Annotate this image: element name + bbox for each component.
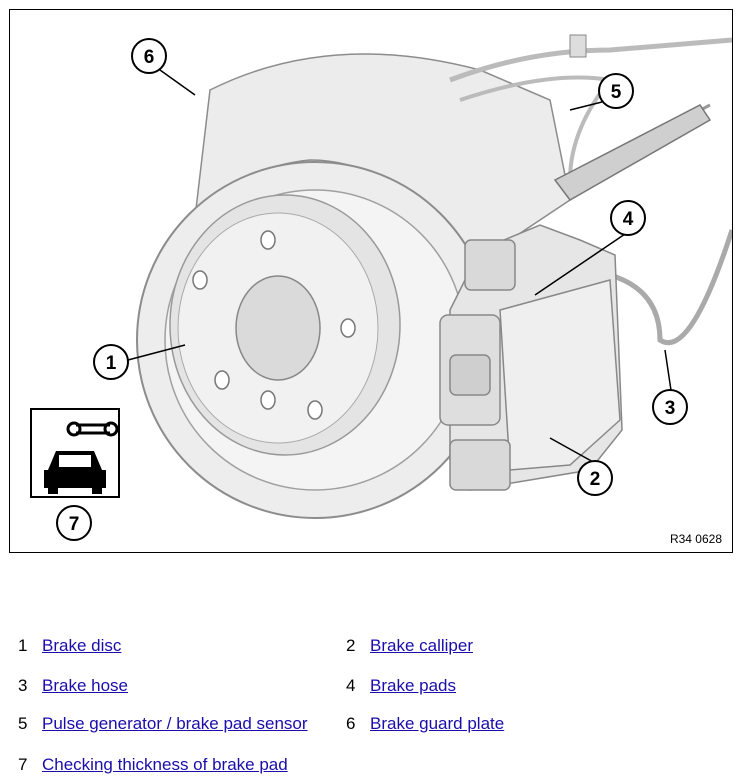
callout-label-7: 7	[69, 514, 80, 535]
legend-link-brake-guard-plate[interactable]: Brake guard plate	[370, 714, 505, 733]
legend-number: 3	[18, 676, 28, 695]
legend-link-pulse-generator[interactable]: Pulse generator / brake pad sensor	[42, 714, 308, 733]
brake-calliper	[439, 224, 623, 491]
legend-number: 4	[346, 676, 356, 695]
brake-diagram-figure: 6 1 2 3 4 5 7 R34 0628	[9, 9, 733, 553]
legend-item-5: 5 Pulse generator / brake pad sensor	[18, 714, 308, 734]
legend-item-3: 3 Brake hose	[18, 676, 128, 696]
legend-item-2: 2 Brake calliper	[346, 636, 473, 656]
callout-label-4: 4	[623, 209, 634, 230]
legend-number: 5	[18, 714, 28, 733]
figure-code: R34 0628	[669, 532, 722, 546]
brake-hose	[609, 229, 732, 346]
callout-2	[577, 460, 613, 496]
callout-label-3: 3	[665, 398, 676, 419]
legend-item-6: 6 Brake guard plate	[346, 714, 504, 734]
legend-link-brake-hose[interactable]: Brake hose	[42, 676, 128, 695]
workshop-symbol	[30, 408, 120, 498]
legend-link-brake-calliper[interactable]: Brake calliper	[370, 636, 473, 655]
callout-label-2: 2	[590, 469, 601, 490]
legend-item-1: 1 Brake disc	[18, 636, 121, 656]
legend-number: 1	[18, 636, 28, 655]
legend-number: 2	[346, 636, 356, 655]
callout-label-6: 6	[144, 47, 155, 68]
brake-diagram-illustration: 6 1 2 3 4 5 7	[30, 34, 732, 541]
callout-3	[652, 389, 688, 425]
callout-1	[93, 344, 129, 380]
callout-label-5: 5	[611, 82, 622, 103]
pulse-generator-sensor	[553, 104, 712, 201]
callout-6	[131, 38, 167, 74]
legend-item-7: 7 Checking thickness of brake pad	[18, 755, 288, 775]
legend-item-4: 4 Brake pads	[346, 676, 456, 696]
legend-link-brake-pads[interactable]: Brake pads	[370, 676, 456, 695]
legend-link-brake-disc[interactable]: Brake disc	[42, 636, 122, 655]
legend-number: 6	[346, 714, 356, 733]
legend-number: 7	[18, 755, 28, 774]
wrench-icon	[76, 423, 110, 435]
callout-label-1: 1	[106, 353, 117, 374]
callout-7	[56, 505, 92, 541]
legend-link-checking-pad-thickness[interactable]: Checking thickness of brake pad	[42, 755, 288, 774]
callout-4	[610, 200, 646, 236]
callout-5	[598, 73, 634, 109]
